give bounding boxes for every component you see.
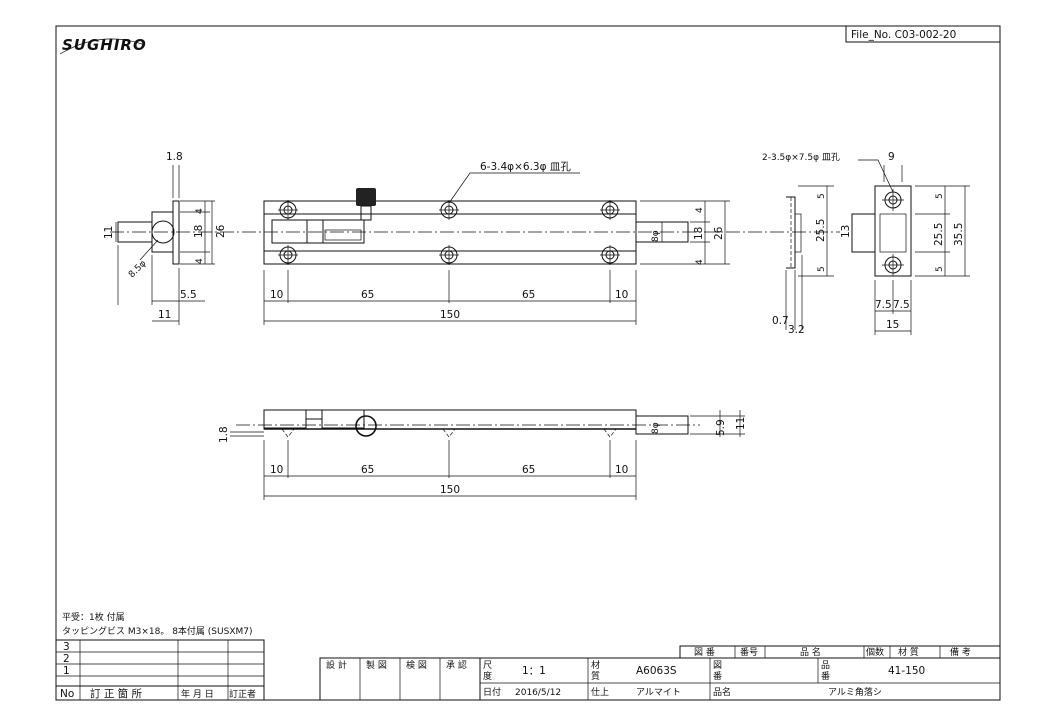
dim-18-right: 18 — [693, 227, 705, 240]
dim-5-5: 5.5 — [180, 289, 197, 301]
dim-25-5-strike: 25.5 — [933, 223, 945, 246]
product-name-value: アルミ角落シ — [828, 686, 882, 698]
material-label-1: 材 — [591, 659, 600, 671]
dim-150-top: 150 — [440, 484, 460, 496]
dim-26-right: 26 — [713, 226, 725, 240]
dim-65-top-right: 65 — [522, 464, 535, 476]
dim-3-2: 3.2 — [788, 324, 805, 336]
dim-8-5phi: 8.5φ — [127, 259, 148, 280]
dim-65-top-left: 65 — [361, 464, 374, 476]
dim-4-side-top: 4 — [195, 208, 205, 214]
item-no-value: 41-150 — [888, 665, 925, 677]
left-side-view: 1.8 4 18 4 26 11 8.5φ 5.5 11 — [103, 151, 227, 325]
logo-text: SUGHIRO — [62, 36, 147, 54]
drawing-no-label-1: 図 — [713, 660, 722, 671]
dim-5-9: 5.9 — [715, 419, 727, 436]
product-name-label: 品名 — [713, 686, 731, 698]
dim-35-5: 35.5 — [953, 223, 965, 246]
material-label-2: 質 — [591, 670, 600, 682]
note-screws: タッピングビス M3×18。 8本付属 (SUSXM7) — [62, 625, 253, 637]
rev-header-date: 年 月 日 — [181, 688, 214, 700]
drawing-no-label-2: 番 — [713, 670, 722, 682]
sheet-border — [55, 25, 1001, 701]
date-value: 2016/5/12 — [515, 688, 561, 698]
finish-label: 仕上 — [591, 686, 609, 698]
file-no-box — [845, 25, 1001, 43]
dim-11-bottom: 11 — [158, 309, 171, 321]
sign-checked: 検 図 — [406, 659, 427, 671]
dim-4-side-bottom: 4 — [195, 258, 205, 264]
note-strike-plate: 平受：1枚 付属 — [62, 611, 125, 623]
parts-header-number: 番号 — [740, 646, 758, 658]
top-view: 1.8 8φ 5.9 11 10 65 65 10 150 — [218, 409, 747, 500]
rev-header-no: No — [60, 688, 74, 700]
dim-65-left: 65 — [361, 289, 374, 301]
item-no-label-2: 番 — [821, 670, 830, 682]
dim-0-7: 0.7 — [772, 315, 789, 327]
scale-value: 1：1 — [522, 665, 546, 677]
sign-approved: 承 認 — [446, 659, 467, 671]
dim-25-5-side: 25.5 — [815, 219, 827, 242]
title-block: 設 計 製 図 検 図 承 認 図 番 番号 品 名 個数 材 質 備 考 尺 … — [319, 645, 1001, 701]
dim-8phi: 8φ — [651, 230, 661, 242]
parts-header-material: 材 質 — [898, 646, 919, 658]
rev-row-2: 2 — [63, 653, 70, 665]
hole-note: 6-3.4φ×6.3φ 皿孔 — [480, 160, 571, 173]
dim-5-strike-bottom: 5 — [935, 266, 945, 272]
strike-hole-note: 2-3.5φ×7.5φ 皿孔 — [762, 152, 840, 163]
dim-10-top-right: 10 — [615, 464, 628, 476]
dim-11-side: 11 — [103, 226, 115, 239]
parts-header-name: 品 名 — [800, 646, 821, 658]
dim-26-side: 26 — [215, 224, 227, 238]
parts-header-remarks: 備 考 — [950, 646, 971, 658]
scale-label-1: 尺 — [483, 660, 492, 671]
sign-drawn: 製 図 — [366, 659, 387, 671]
dim-15: 15 — [886, 319, 899, 331]
dim-13: 13 — [840, 225, 852, 238]
rev-header-location: 訂 正 箇 所 — [90, 687, 143, 700]
parts-header-drawing: 図 番 — [694, 646, 715, 658]
revision-table: 3 2 1 No 訂 正 箇 所 年 月 日 訂正者 — [55, 639, 265, 701]
dim-1-8-top: 1.8 — [218, 426, 230, 443]
dim-4-top: 4 — [695, 207, 705, 213]
rev-row-3: 3 — [63, 641, 70, 653]
dim-9: 9 — [888, 151, 895, 163]
dim-150: 150 — [440, 309, 460, 321]
sign-design: 設 計 — [326, 659, 347, 671]
dim-1-8-side: 1.8 — [166, 151, 183, 163]
dim-5-strike-side-top: 5 — [817, 193, 827, 199]
dim-5-strike-side-bottom: 5 — [817, 266, 827, 272]
dim-10-top-left: 10 — [270, 464, 283, 476]
item-no-label-1: 品 — [821, 660, 830, 671]
dim-10-right: 10 — [615, 289, 628, 301]
dim-4-bottom: 4 — [695, 259, 705, 265]
file-no: File_No. C03-002-20 — [851, 29, 956, 41]
dim-65-right: 65 — [522, 289, 535, 301]
strike-view: 5 25.5 5 0.7 3.2 — [762, 151, 970, 336]
parts-header-qty: 個数 — [866, 646, 884, 658]
dim-7-5-right: 7.5 — [893, 299, 910, 311]
dim-8phi-top: 8φ — [651, 422, 661, 434]
finish-value: アルマイト — [636, 688, 681, 698]
dim-5-strike-top: 5 — [935, 193, 945, 199]
rev-row-1: 1 — [63, 665, 70, 677]
rev-header-author: 訂正者 — [229, 688, 256, 700]
dim-10-left: 10 — [270, 289, 283, 301]
sugiro-logo: SUGHIRO — [59, 36, 147, 55]
dim-18-side: 18 — [193, 225, 205, 238]
material-value: A6063S — [636, 665, 677, 677]
scale-label-2: 度 — [483, 670, 492, 682]
dim-7-5-left: 7.5 — [875, 299, 892, 311]
dim-11-top: 11 — [735, 417, 747, 430]
date-label: 日付 — [483, 687, 501, 698]
front-view: 6-3.4φ×6.3φ 皿孔 10 65 65 10 150 8φ 4 18 — [110, 160, 840, 325]
